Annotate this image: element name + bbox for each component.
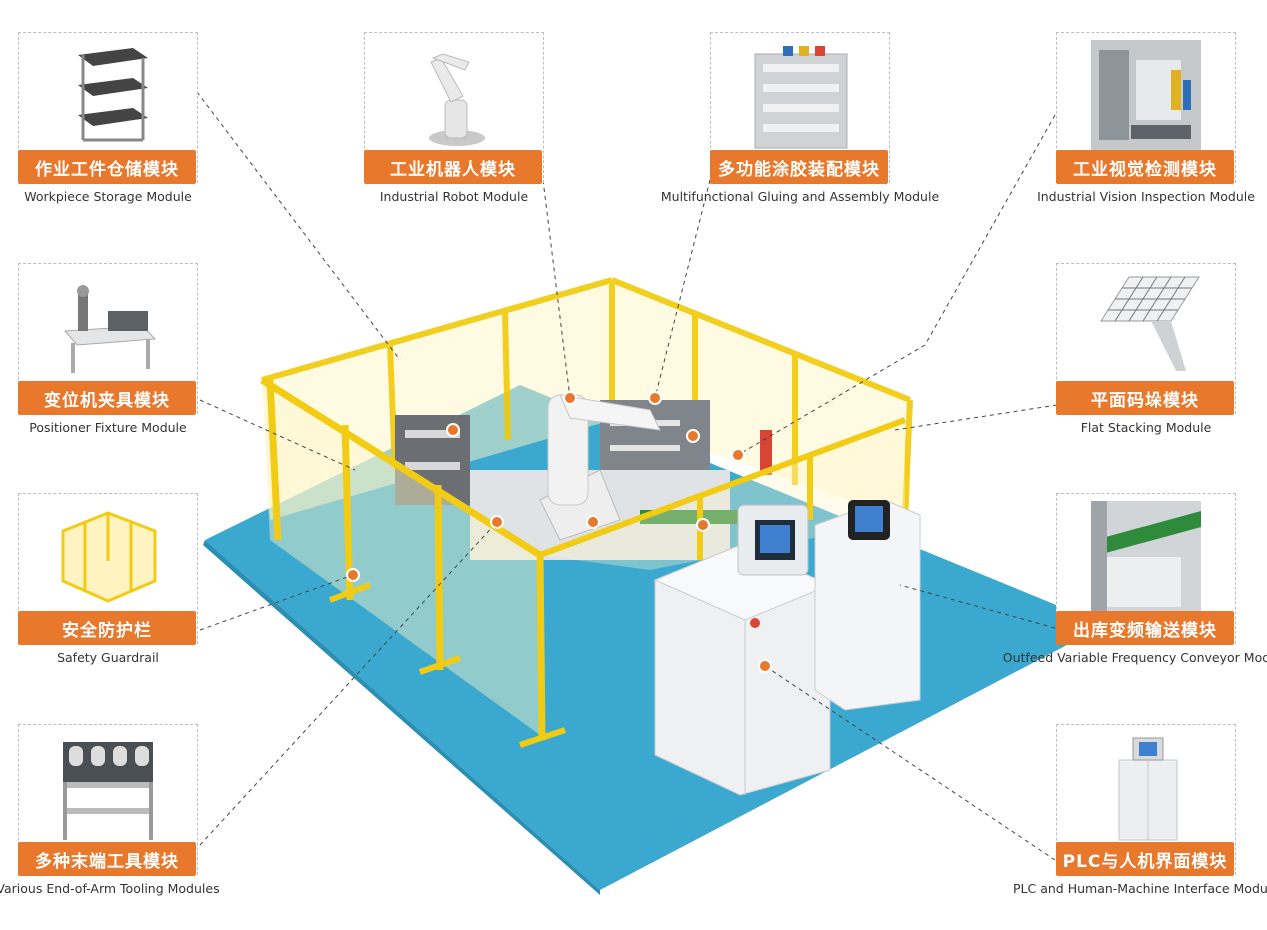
marker-fixture [686, 429, 700, 443]
module-title-zh: 工业视觉检测模块 [1056, 150, 1234, 184]
module-gluing-assembly: 多功能涂胶装配模块 Multifunctional Gluing and Ass… [661, 32, 939, 212]
module-title-zh: 多种末端工具模块 [18, 842, 196, 876]
marker-vision [731, 448, 745, 462]
module-industrial-robot: 工业机器人模块 Industrial Robot Module [364, 32, 544, 212]
tool-rack-icon [63, 742, 153, 840]
module-outfeed-conveyor: 出库变频输送模块 Outfeed Variable Frequency Conv… [1003, 493, 1267, 673]
module-vision-inspection: 工业视觉检测模块 Industrial Vision Inspection Mo… [1037, 32, 1255, 212]
storage-rack-icon [78, 48, 148, 142]
module-plc-hmi: PLC与人机界面模块 PLC and Human-Machine Interfa… [1013, 724, 1267, 904]
leader-lines [196, 91, 1058, 861]
module-title-en: Workpiece Storage Module [24, 189, 192, 204]
module-positioner-fixture: 变位机夹具模块 Positioner Fixture Module [18, 263, 198, 443]
module-title-en: Flat Stacking Module [1080, 420, 1212, 435]
module-safety-guardrail: 安全防护栏 Safety Guardrail [18, 493, 198, 673]
module-flat-stacking: 平面码垛模块 Flat Stacking Module [1056, 263, 1236, 443]
module-title-zh: PLC与人机界面模块 [1056, 842, 1234, 876]
module-title-zh: 多功能涂胶装配模块 [710, 150, 888, 184]
guardrail-icon [61, 511, 157, 603]
callout-markers [346, 391, 772, 673]
module-title-en: PLC and Human-Machine Interface Module [1013, 881, 1267, 896]
module-title-zh: 安全防护栏 [18, 611, 196, 645]
module-title-en: Various End-of-Arm Tooling Modules [0, 881, 220, 896]
module-title-zh: 平面码垛模块 [1056, 381, 1234, 415]
conveyor-icon [1091, 501, 1201, 613]
marker-gluing [648, 391, 662, 405]
module-title-en: Industrial Vision Inspection Module [1037, 189, 1255, 204]
module-workpiece-storage: 作业工件仓储模块 Workpiece Storage Module [18, 32, 198, 212]
control-cabinet-icon [1118, 737, 1178, 841]
marker-robot [563, 391, 577, 405]
marker-conveyor-2 [696, 518, 710, 532]
marker-plc [758, 659, 772, 673]
module-title-en: Safety Guardrail [57, 650, 159, 665]
marker-tooling [490, 515, 504, 529]
module-title-zh: 工业机器人模块 [364, 150, 542, 184]
positioner-icon [63, 285, 157, 373]
module-title-zh: 出库变频输送模块 [1056, 611, 1234, 645]
marker-guardrail [346, 568, 360, 582]
module-title-en: Positioner Fixture Module [29, 420, 187, 435]
robot-arm-icon [429, 53, 485, 146]
module-title-en: Outfeed Variable Frequency Conveyor Modu… [1002, 650, 1267, 665]
control-cabinet [653, 499, 921, 796]
marker-conveyor [586, 515, 600, 529]
stacking-plate-icon [1100, 276, 1200, 371]
module-title-zh: 作业工件仓储模块 [18, 150, 196, 184]
module-title-zh: 变位机夹具模块 [18, 381, 196, 415]
gluing-station-icon [754, 46, 848, 149]
marker-storage [446, 423, 460, 437]
module-title-en: Industrial Robot Module [379, 189, 529, 204]
fence-front [260, 377, 907, 748]
module-title-en: Multifunctional Gluing and Assembly Modu… [660, 189, 940, 204]
module-end-of-arm-tooling: 多种末端工具模块 Various End-of-Arm Tooling Modu… [0, 724, 220, 904]
vision-camera-icon [1091, 40, 1201, 152]
